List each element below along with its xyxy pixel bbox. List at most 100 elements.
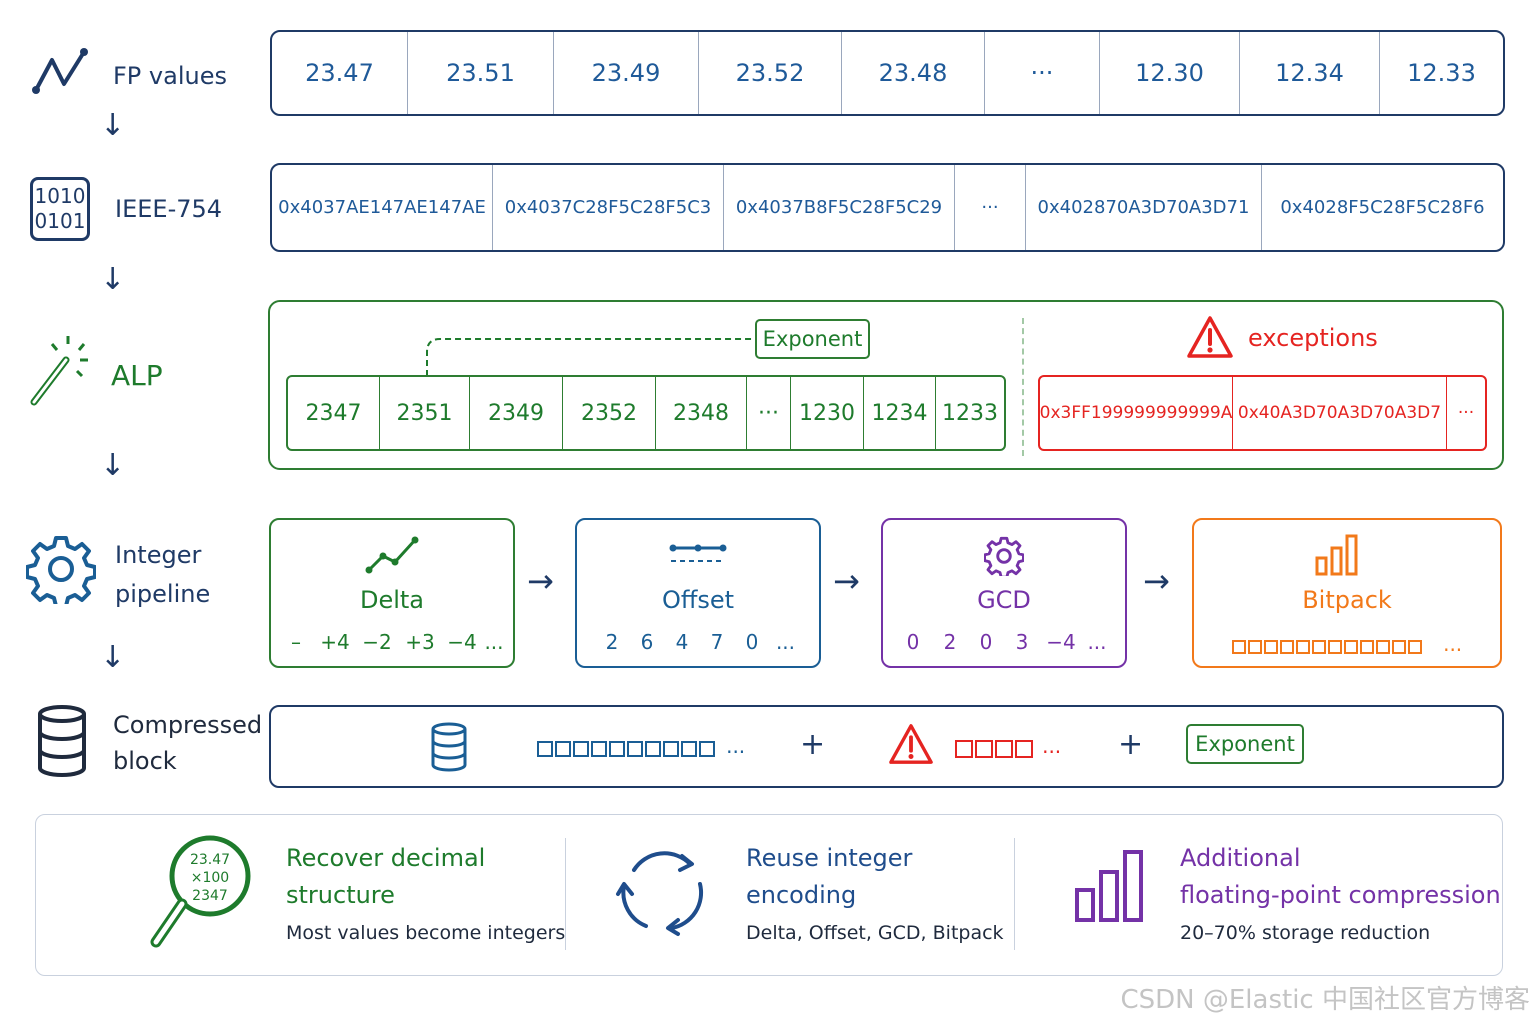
- benefit-reuse: Reuse integer encoding Delta, Offset, GC…: [746, 840, 1004, 944]
- benefit-recover-title2: structure: [286, 881, 395, 909]
- stage-bitpack: Bitpack ...: [1192, 518, 1502, 668]
- offset-value: 2: [605, 630, 619, 654]
- delta-value: −4: [447, 630, 477, 654]
- alp-divider: [1022, 318, 1024, 456]
- ieee-hex-row: 0x4037AE147AE147AE 0x4037C28F5C28F5C3 0x…: [270, 163, 1505, 252]
- compressed-exception-ellipsis: ...: [1042, 734, 1062, 758]
- offset-value: 0: [745, 630, 759, 654]
- warning-small-icon: [889, 724, 933, 764]
- delta-value: –: [291, 630, 301, 654]
- delta-value: +4: [320, 630, 350, 654]
- stage-delta-name: Delta: [359, 586, 425, 614]
- benefit-additional-title1: Additional: [1180, 844, 1301, 872]
- benefit-additional: Additional floating-point compression 20…: [1180, 840, 1501, 944]
- alp-int-cell: 1233: [942, 400, 998, 426]
- magnifier-line2: ×100: [190, 870, 230, 886]
- plus-sign-1: +: [800, 727, 826, 762]
- label-compressed-block: Compressed block: [113, 707, 262, 779]
- gcd-value: −4: [1046, 630, 1076, 654]
- hex-cell: 0x4028F5C28F5C28F6: [1280, 197, 1485, 218]
- offset-value: 6: [640, 630, 654, 654]
- magic-wand-icon: [30, 336, 88, 406]
- alp-int-cell: 2347: [288, 377, 380, 449]
- benefit-additional-subtitle: 20–70% storage reduction: [1180, 922, 1431, 944]
- fp-cell: 12.30: [1100, 32, 1240, 114]
- alp-exponent-badge: Exponent: [755, 319, 870, 359]
- fp-cell: 23.47: [272, 32, 408, 114]
- bitpack-ellipsis: ...: [1443, 632, 1463, 656]
- magnifier-text: 23.47 ×100 2347: [176, 851, 244, 905]
- trend-icon: [365, 536, 419, 574]
- alp-int-cell: 2352: [563, 377, 656, 449]
- compressed-row: [269, 705, 1504, 788]
- exception-cell: 0x40A3D70A3D70A3D7: [1233, 377, 1447, 449]
- benefit-reuse-title2: encoding: [746, 881, 857, 909]
- magnifier-line3: 2347: [192, 888, 228, 904]
- label-fp-values: FP values: [113, 62, 227, 90]
- down-arrow-4: ↓: [100, 640, 126, 675]
- magnifier-icon: [150, 835, 251, 948]
- benefit-reuse-title1: Reuse integer: [746, 844, 913, 872]
- benefit-recover-subtitle: Most values become integers: [286, 922, 566, 944]
- gcd-value: 3: [1015, 630, 1029, 654]
- gear-small-icon: [984, 536, 1024, 576]
- gcd-value: 0: [906, 630, 920, 654]
- bar-chart-purple-icon: [1075, 850, 1143, 922]
- compressed-int-bits: ...: [537, 734, 745, 758]
- gcd-value: 2: [943, 630, 957, 654]
- fp-values-row: 23.47 23.51 23.49 23.52 23.48 ··· 12.30 …: [270, 30, 1505, 116]
- alp-integer-row: 2347 2351 2349 2352 2348 ··· 1230 1234 1…: [286, 375, 1006, 451]
- hex-cell: 0x4037B8F5C28F5C29: [724, 165, 955, 250]
- hex-cell: 0x4037C28F5C28F5C3: [493, 165, 724, 250]
- alp-int-cell: 1234: [864, 377, 936, 449]
- hex-cell: 0x402870A3D70A3D71: [1026, 165, 1262, 250]
- stage-gcd: GCD 0 2 0 3 −4 ...: [881, 518, 1127, 668]
- pipeline-arrow-3: →: [1143, 562, 1170, 600]
- offset-value: ...: [775, 630, 796, 654]
- stage-bitpack-name: Bitpack: [1302, 586, 1392, 614]
- benefit-recover: Recover decimal structure Most values be…: [286, 840, 565, 944]
- gcd-value: ...: [1087, 630, 1107, 654]
- label-integer-line1: Integer: [115, 541, 202, 569]
- delta-value: −2: [362, 630, 392, 654]
- fp-cell: 23.49: [554, 32, 699, 114]
- benefit-reuse-subtitle: Delta, Offset, GCD, Bitpack: [746, 922, 1004, 944]
- exponent-connector: [426, 338, 754, 376]
- label-ieee-754: IEEE-754: [115, 195, 223, 223]
- bitpack-bits: ...: [1232, 632, 1462, 656]
- hex-cell-ellipsis: ···: [955, 165, 1026, 250]
- offset-value: 7: [710, 630, 724, 654]
- binary-icon: 1010 0101: [30, 177, 90, 241]
- down-arrow-3: ↓: [100, 448, 126, 483]
- offset-value: 4: [675, 630, 689, 654]
- alp-int-cell: 2348: [656, 377, 747, 449]
- alp-int-cell: 2351: [380, 377, 470, 449]
- stage-delta-values: – +4 −2 +3 −4 ...: [271, 630, 513, 654]
- label-integer-line2: pipeline: [115, 580, 211, 608]
- exception-cell: 0x3FF199999999999A: [1040, 377, 1233, 449]
- alp-exceptions-label: exceptions: [1248, 324, 1378, 352]
- label-compressed-line2: block: [113, 747, 177, 775]
- alp-exceptions-row: 0x3FF199999999999A 0x40A3D70A3D70A3D7 ··…: [1038, 375, 1487, 451]
- fp-cell: 12.34: [1240, 32, 1380, 114]
- exception-cell-ellipsis: ···: [1457, 403, 1475, 423]
- compressed-exponent-badge: Exponent: [1186, 724, 1304, 764]
- compressed-exception-bits: ...: [955, 734, 1061, 758]
- watermark: CSDN @Elastic 中国社区官方博客: [1120, 985, 1530, 1015]
- benefits-panel: [35, 814, 1503, 976]
- gcd-value: 0: [979, 630, 993, 654]
- number-line-icon: [669, 544, 727, 562]
- benefit-recover-title1: Recover decimal: [286, 844, 486, 872]
- fp-cell: 12.33: [1407, 59, 1476, 87]
- pipeline-arrow-2: →: [833, 562, 860, 600]
- down-arrow-2: ↓: [100, 262, 126, 297]
- cycle-arrows-icon: [616, 851, 704, 936]
- gear-icon: [26, 536, 96, 604]
- magnifier-line1: 23.47: [189, 852, 231, 868]
- label-integer-pipeline: Integer pipeline: [115, 536, 210, 614]
- fp-cell: 23.52: [699, 32, 842, 114]
- footer-separator-1: [565, 838, 566, 950]
- delta-value: +3: [405, 630, 435, 654]
- down-arrow-1: ↓: [100, 108, 126, 143]
- database-icon: [38, 705, 86, 777]
